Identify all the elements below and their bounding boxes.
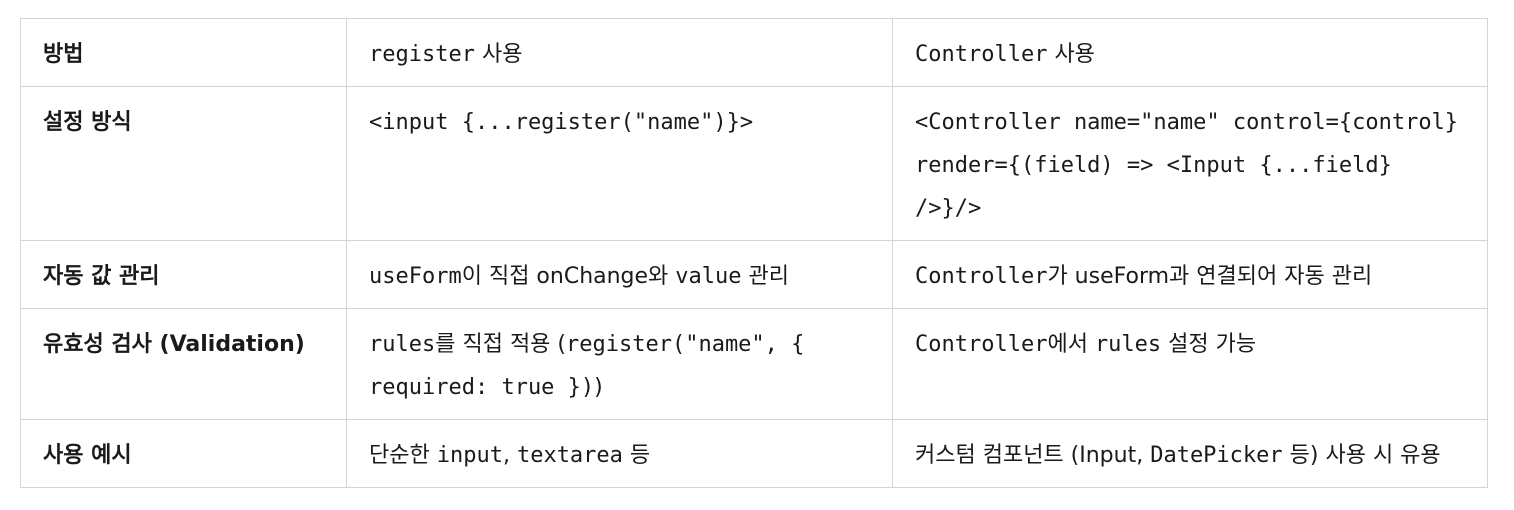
cell-segment: register("name", { required: true }) [369,332,805,400]
row-label-text: 유효성 검사 (Validation) [43,332,305,357]
header-register-code: register [369,42,475,67]
cell-segment: ) [594,375,603,400]
register-cell: rules를 직접 적용 (register("name", { require… [346,308,893,420]
header-controller-code: Controller [915,42,1048,67]
controller-cell: <Controller name="name" control={control… [892,86,1488,241]
cell-segment: 가 useForm과 연결되어 자동 관리 [1047,264,1373,289]
cell-segment: value [675,264,742,289]
register-cell: useForm이 직접 onChange와 value 관리 [346,240,893,309]
cell-segment: 설정 가능 [1161,332,1257,357]
row-label-text: 자동 값 관리 [43,264,160,289]
cell-segment: rules [1094,332,1162,357]
controller-setup-code: <Controller name="name" control={control… [915,110,1459,221]
controller-cell: Controller에서 rules 설정 가능 [892,308,1488,420]
cell-segment: Controller [915,332,1048,357]
cell-segment: DatePicker [1150,443,1283,468]
header-controller-suffix: 사용 [1047,42,1095,67]
cell-segment: Controller [915,264,1048,289]
register-cell: <input {...register("name")}> [346,86,893,241]
cell-segment: 이 직접 onChange와 [461,264,676,289]
header-register-suffix: 사용 [474,42,523,67]
row-label: 사용 예시 [20,419,347,488]
cell-segment: 에서 [1047,332,1095,357]
table-row: 사용 예시 단순한 input, textarea 등 커스텀 컴포넌트 (In… [20,419,1488,488]
table-header-row: 방법 register 사용 Controller 사용 [20,18,1488,87]
row-label: 설정 방식 [20,86,347,241]
register-setup-code: <input {...register("name")}> [369,110,754,135]
row-label: 자동 값 관리 [20,240,347,309]
cell-segment: 등 [622,443,651,468]
table-row: 자동 값 관리 useForm이 직접 onChange와 value 관리 C… [20,240,1488,309]
cell-segment: useForm [369,264,462,289]
row-label: 유효성 검사 (Validation) [20,308,347,420]
header-controller: Controller 사용 [892,18,1488,87]
table-row: 설정 방식 <input {...register("name")}> <Con… [20,86,1488,241]
register-cell: 단순한 input, textarea 등 [346,419,893,488]
cell-segment: 등) 사용 시 유용 [1282,443,1441,468]
row-label-text: 사용 예시 [43,443,132,468]
cell-segment: 단순한 [369,443,437,468]
controller-cell: 커스텀 컴포넌트 (Input, DatePicker 등) 사용 시 유용 [892,419,1488,488]
cell-segment: 관리 [741,264,790,289]
row-label-text: 설정 방식 [43,110,132,135]
cell-segment: 커스텀 컴포넌트 (Input, [915,443,1151,468]
header-method-label: 방법 [43,42,84,67]
cell-segment: , [502,443,517,468]
controller-cell: Controller가 useForm과 연결되어 자동 관리 [892,240,1488,309]
header-register: register 사용 [346,18,893,87]
comparison-table: 방법 register 사용 Controller 사용 설정 방식 <inpu… [20,18,1488,488]
table-row: 유효성 검사 (Validation) rules를 직접 적용 (regist… [20,308,1488,420]
cell-segment: 를 직접 적용 ( [435,332,566,357]
cell-segment: rules [369,332,436,357]
header-method: 방법 [20,18,347,87]
cell-segment: textarea [516,443,623,468]
cell-segment: input [436,443,503,468]
